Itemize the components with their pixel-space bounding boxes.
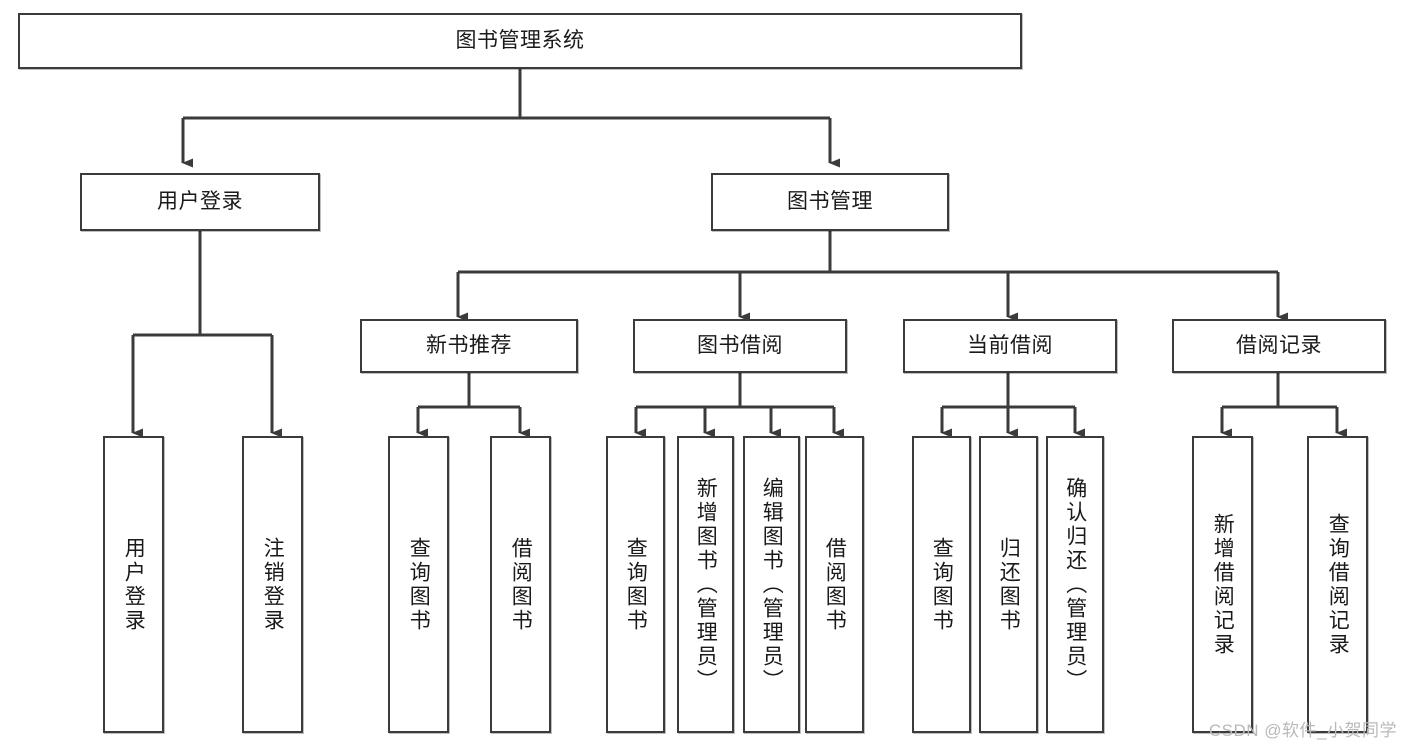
node-user-login[interactable]: 用户登录	[80, 173, 320, 231]
node-label: 图书管理系统	[455, 28, 585, 52]
node-label: 当前借阅	[967, 333, 1053, 357]
leaf-book-borrow-edit-book-admin[interactable]: 编辑图书（管理员）	[743, 436, 800, 733]
node-label: 注销登录	[261, 536, 285, 633]
node-book-borrow[interactable]: 图书借阅	[633, 319, 847, 373]
node-label: 用户登录	[122, 536, 146, 633]
leaf-user-login-logout[interactable]: 注销登录	[242, 436, 303, 733]
leaf-new-book-query-book[interactable]: 查询图书	[388, 436, 449, 733]
node-label: 查询图书	[624, 536, 648, 633]
node-borrow-record[interactable]: 借阅记录	[1172, 319, 1386, 373]
node-label: 查询图书	[930, 536, 954, 633]
node-label: 新增图书（管理员）	[694, 476, 718, 693]
node-new-book-recommend[interactable]: 新书推荐	[360, 319, 578, 373]
leaf-book-borrow-query-book[interactable]: 查询图书	[606, 436, 665, 733]
node-label: 图书借阅	[697, 333, 783, 357]
node-label: 图书管理	[787, 189, 873, 213]
node-label: 编辑图书（管理员）	[760, 476, 784, 693]
node-root-book-management-system[interactable]: 图书管理系统	[18, 13, 1022, 69]
leaf-current-borrow-confirm-return-admin[interactable]: 确认归还（管理员）	[1046, 436, 1104, 733]
node-label: 借阅图书	[509, 536, 533, 633]
leaf-new-book-borrow-book[interactable]: 借阅图书	[490, 436, 551, 733]
leaf-current-borrow-query-book[interactable]: 查询图书	[912, 436, 971, 733]
node-label: 借阅记录	[1236, 333, 1322, 357]
node-label: 查询借阅记录	[1326, 512, 1350, 657]
csdn-watermark: CSDN @软件_小贺同学	[1208, 721, 1397, 740]
node-label: 新增借阅记录	[1211, 512, 1235, 657]
leaf-book-borrow-borrow-book[interactable]: 借阅图书	[805, 436, 864, 733]
node-label: 新书推荐	[426, 333, 512, 357]
node-label: 查询图书	[407, 536, 431, 633]
node-label: 借阅图书	[823, 536, 847, 633]
leaf-borrow-record-add-record[interactable]: 新增借阅记录	[1192, 436, 1253, 733]
leaf-current-borrow-return-book[interactable]: 归还图书	[979, 436, 1038, 733]
node-book-management[interactable]: 图书管理	[711, 173, 949, 231]
node-label: 确认归还（管理员）	[1063, 476, 1087, 693]
leaf-user-login-login[interactable]: 用户登录	[103, 436, 164, 733]
node-current-borrow[interactable]: 当前借阅	[903, 319, 1117, 373]
node-label: 归还图书	[997, 536, 1021, 633]
leaf-book-borrow-add-book-admin[interactable]: 新增图书（管理员）	[677, 436, 734, 733]
node-label: 用户登录	[157, 189, 243, 213]
leaf-borrow-record-query-record[interactable]: 查询借阅记录	[1307, 436, 1368, 733]
